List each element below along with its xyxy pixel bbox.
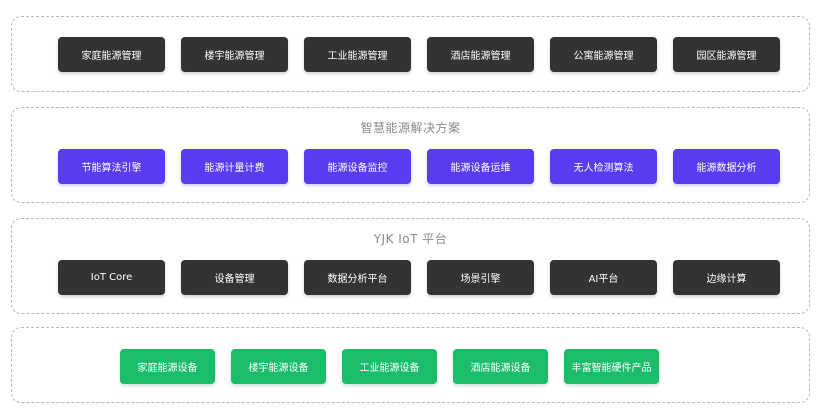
platform-iot-core[interactable]: IoT Core bbox=[58, 260, 165, 295]
platform-device-management[interactable]: 设备管理 bbox=[181, 260, 288, 295]
app-home-energy[interactable]: 家庭能源管理 bbox=[58, 37, 165, 72]
solution-unmanned-detection[interactable]: 无人检测算法 bbox=[550, 149, 657, 184]
device-home[interactable]: 家庭能源设备 bbox=[120, 349, 215, 384]
app-apartment-energy[interactable]: 公寓能源管理 bbox=[550, 37, 657, 72]
solution-data-analysis[interactable]: 能源数据分析 bbox=[673, 149, 780, 184]
solution-metering-billing[interactable]: 能源计量计费 bbox=[181, 149, 288, 184]
solutions-row: 节能算法引擎 能源计量计费 能源设备监控 能源设备运维 无人检测算法 能源数据分… bbox=[12, 149, 809, 184]
platform-row: IoT Core 设备管理 数据分析平台 场景引擎 AI平台 边缘计算 bbox=[12, 260, 809, 295]
app-industrial-energy[interactable]: 工业能源管理 bbox=[304, 37, 411, 72]
application-layer: 家庭能源管理 楼宇能源管理 工业能源管理 酒店能源管理 公寓能源管理 园区能源管… bbox=[11, 16, 810, 92]
device-hotel[interactable]: 酒店能源设备 bbox=[453, 349, 548, 384]
device-layer: 家庭能源设备 楼宇能源设备 工业能源设备 酒店能源设备 丰富智能硬件产品 bbox=[11, 327, 810, 403]
platform-ai[interactable]: AI平台 bbox=[550, 260, 657, 295]
app-park-energy[interactable]: 园区能源管理 bbox=[673, 37, 780, 72]
platform-edge-computing[interactable]: 边缘计算 bbox=[673, 260, 780, 295]
solutions-layer: 智慧能源解决方案 节能算法引擎 能源计量计费 能源设备监控 能源设备运维 无人检… bbox=[11, 107, 810, 203]
platform-scene-engine[interactable]: 场景引擎 bbox=[427, 260, 534, 295]
device-smart-hardware[interactable]: 丰富智能硬件产品 bbox=[564, 349, 659, 384]
solution-energy-saving-engine[interactable]: 节能算法引擎 bbox=[58, 149, 165, 184]
device-building[interactable]: 楼宇能源设备 bbox=[231, 349, 326, 384]
device-industrial[interactable]: 工业能源设备 bbox=[342, 349, 437, 384]
solutions-layer-title: 智慧能源解决方案 bbox=[360, 121, 461, 135]
solution-device-operations[interactable]: 能源设备运维 bbox=[427, 149, 534, 184]
app-hotel-energy[interactable]: 酒店能源管理 bbox=[427, 37, 534, 72]
device-row: 家庭能源设备 楼宇能源设备 工业能源设备 酒店能源设备 丰富智能硬件产品 bbox=[12, 349, 809, 384]
app-building-energy[interactable]: 楼宇能源管理 bbox=[181, 37, 288, 72]
platform-layer: YJK IoT 平台 IoT Core 设备管理 数据分析平台 场景引擎 AI平… bbox=[11, 218, 810, 314]
platform-layer-title: YJK IoT 平台 bbox=[373, 232, 448, 246]
solution-device-monitoring[interactable]: 能源设备监控 bbox=[304, 149, 411, 184]
platform-data-analytics[interactable]: 数据分析平台 bbox=[304, 260, 411, 295]
application-row: 家庭能源管理 楼宇能源管理 工业能源管理 酒店能源管理 公寓能源管理 园区能源管… bbox=[12, 37, 809, 72]
